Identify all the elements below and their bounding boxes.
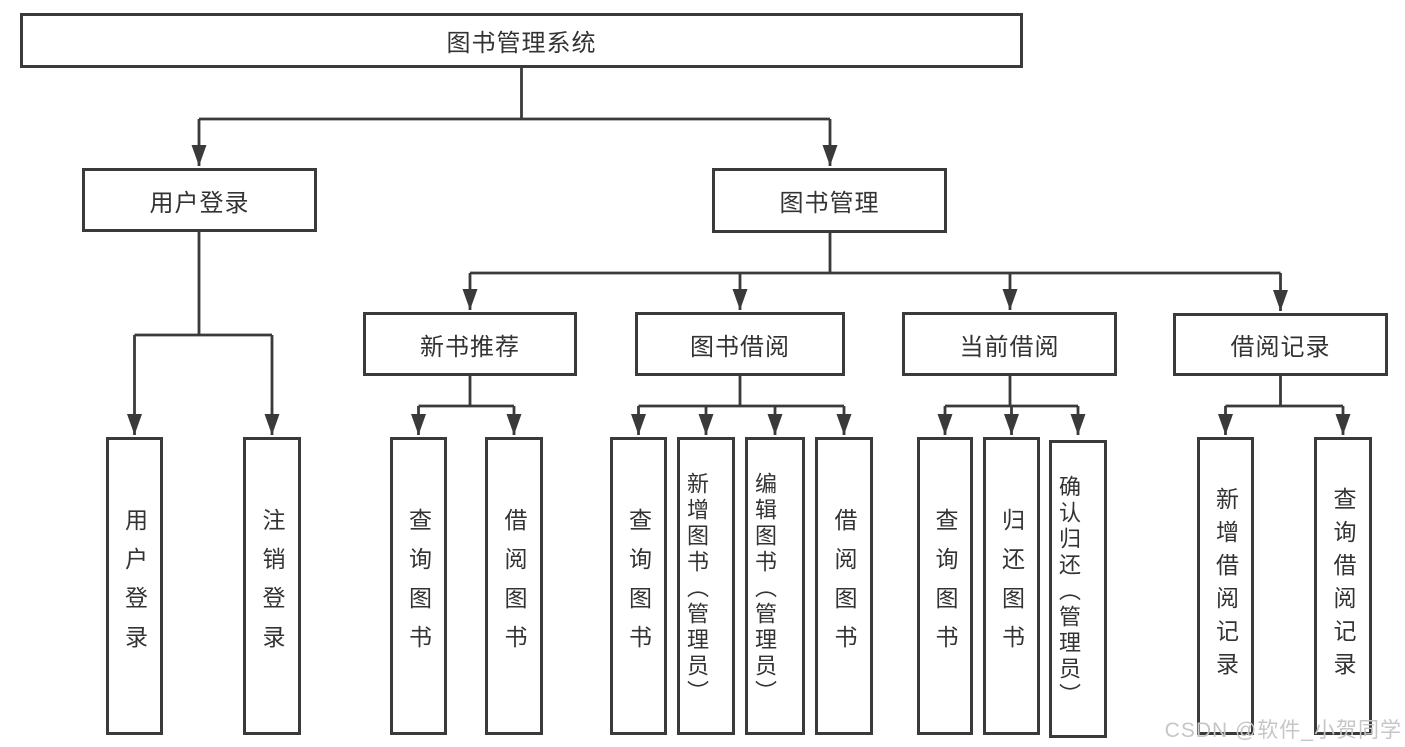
node-borrow-records-label: 借阅记录 bbox=[1230, 334, 1331, 361]
leaf-return-book-label: 归还图书 bbox=[998, 508, 1025, 664]
leaf-borrow-books-2: 借阅图书 bbox=[815, 437, 873, 735]
leaf-confirm-return-admin-label: 确认归还（管理员） bbox=[1056, 474, 1081, 709]
leaf-query-books-3-label: 查询图书 bbox=[932, 508, 958, 664]
leaf-edit-book-admin: 编辑图书（管理员） bbox=[745, 437, 805, 735]
node-borrow-records: 借阅记录 bbox=[1173, 313, 1388, 376]
leaf-logout: 注销登录 bbox=[243, 437, 301, 735]
leaf-query-borrow-record-label: 查询借阅记录 bbox=[1330, 487, 1356, 685]
leaf-logout-label: 注销登录 bbox=[259, 508, 285, 664]
leaf-query-books-1-label: 查询图书 bbox=[405, 508, 432, 664]
leaf-return-book: 归还图书 bbox=[983, 437, 1040, 735]
node-book-borrow-label: 图书借阅 bbox=[690, 333, 790, 361]
node-root-label: 图书管理系统 bbox=[446, 30, 597, 57]
node-current-borrow: 当前借阅 bbox=[902, 312, 1117, 376]
leaf-borrow-books-2-label: 借阅图书 bbox=[831, 508, 857, 664]
node-book-management-label: 图书管理 bbox=[779, 190, 880, 217]
leaf-confirm-return-admin: 确认归还（管理员） bbox=[1049, 440, 1107, 738]
leaf-add-book-admin-label: 新增图书（管理员） bbox=[684, 471, 709, 706]
leaf-user-login-label: 用户登录 bbox=[121, 508, 148, 664]
leaf-query-books-2: 查询图书 bbox=[610, 437, 667, 735]
leaf-add-book-admin: 新增图书（管理员） bbox=[677, 437, 735, 735]
node-user-login-label: 用户登录 bbox=[149, 189, 250, 217]
leaf-edit-book-admin-label: 编辑图书（管理员） bbox=[752, 471, 777, 706]
node-book-borrow: 图书借阅 bbox=[635, 312, 845, 376]
leaf-borrow-books-1-label: 借阅图书 bbox=[501, 508, 527, 664]
node-new-book-recommend-label: 新书推荐 bbox=[420, 333, 520, 361]
leaf-add-borrow-record: 新增借阅记录 bbox=[1197, 437, 1254, 735]
node-user-login: 用户登录 bbox=[82, 168, 317, 232]
leaf-query-books-1: 查询图书 bbox=[390, 437, 447, 735]
leaf-add-borrow-record-label: 新增借阅记录 bbox=[1212, 487, 1239, 685]
leaf-query-borrow-record: 查询借阅记录 bbox=[1314, 437, 1372, 735]
node-new-book-recommend: 新书推荐 bbox=[363, 312, 577, 376]
node-root: 图书管理系统 bbox=[20, 13, 1023, 68]
connector-rails bbox=[134, 68, 1343, 408]
leaf-query-books-2-label: 查询图书 bbox=[625, 508, 652, 664]
node-current-borrow-label: 当前借阅 bbox=[959, 333, 1060, 361]
node-book-management: 图书管理 bbox=[712, 168, 947, 233]
csdn-watermark: CSDN @软件_小贺同学 bbox=[1164, 719, 1402, 742]
leaf-user-login: 用户登录 bbox=[106, 437, 163, 735]
leaf-query-books-3: 查询图书 bbox=[917, 437, 973, 735]
leaf-borrow-books-1: 借阅图书 bbox=[485, 437, 543, 735]
